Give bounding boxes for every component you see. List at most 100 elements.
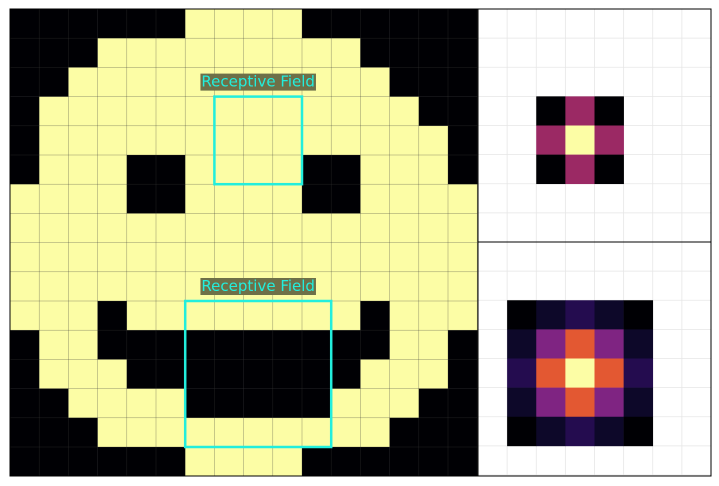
pixel-cell — [68, 417, 98, 448]
pixel-cell — [418, 67, 449, 97]
receptive-field-label: Receptive Field — [201, 73, 315, 91]
pixel-cell — [389, 213, 420, 243]
pixel-cell — [272, 359, 303, 389]
kernel-weight-cell — [594, 416, 624, 447]
pixel-cell — [68, 213, 98, 243]
pixel-cell — [185, 330, 215, 360]
pixel-cell — [214, 330, 244, 360]
pixel-cell — [10, 38, 40, 68]
kernel-weight-cell — [536, 96, 566, 126]
pixel-cell — [156, 125, 186, 156]
pixel-cell — [448, 388, 478, 419]
pixel-cell — [97, 96, 128, 127]
pixel-cell — [214, 301, 244, 331]
pixel-cell — [418, 213, 449, 243]
pixel-cell — [97, 242, 128, 273]
kernel-weight-cell — [565, 154, 595, 185]
kernel-weight-cell — [536, 358, 566, 388]
pixel-cell — [126, 359, 157, 389]
pixel-cell — [389, 67, 420, 97]
pixel-cell — [418, 38, 449, 68]
pixel-cell — [389, 271, 420, 302]
pixel-cell — [331, 184, 361, 214]
pixel-cell — [243, 38, 274, 68]
pixel-cell — [214, 96, 244, 127]
pixel-cell — [156, 213, 186, 243]
pixel-cell — [39, 330, 69, 360]
pixel-cell — [126, 242, 157, 273]
label-background — [200, 278, 316, 295]
kernel-weight-cell — [565, 358, 595, 388]
kernel-weight-cell — [565, 96, 595, 126]
pixel-cell — [39, 67, 69, 97]
pixel-cell — [68, 447, 98, 477]
pixel-cell — [389, 301, 420, 331]
kernel-weight-cell — [623, 329, 654, 359]
pixel-cell — [448, 417, 478, 448]
pixel-cell — [331, 330, 361, 360]
kernel-panel-bottom — [477, 241, 712, 476]
pixel-cell — [389, 359, 420, 389]
pixel-cell — [302, 388, 332, 419]
kernel-weight-cell — [623, 387, 654, 418]
pixel-cell — [39, 447, 69, 477]
receptive-field-box — [213, 95, 304, 186]
pixel-cell — [68, 330, 98, 360]
pixel-cell — [97, 155, 128, 185]
pixel-cell — [10, 96, 40, 127]
pixel-cell — [272, 38, 303, 68]
pixel-cell — [302, 330, 332, 360]
pixel-cell — [214, 388, 244, 419]
pixel-cell — [214, 359, 244, 389]
pixel-cell — [68, 271, 98, 302]
pixel-cell — [126, 155, 157, 185]
pixel-cell — [97, 417, 128, 448]
pixel-cell — [418, 242, 449, 273]
kernel-weight-cell — [565, 416, 595, 447]
pixel-cell — [185, 96, 215, 127]
pixel-cell — [331, 213, 361, 243]
pixel-cell — [39, 9, 69, 39]
pixel-cell — [389, 38, 420, 68]
kernel-weight-cell — [536, 154, 566, 185]
pixel-cell — [68, 125, 98, 156]
pixel-cell — [331, 359, 361, 389]
pixel-cell — [448, 242, 478, 273]
pixel-cell — [126, 417, 157, 448]
pixel-cell — [156, 9, 186, 39]
pixel-cell — [126, 447, 157, 477]
pixel-cell — [68, 184, 98, 214]
pixel-cell — [126, 125, 157, 156]
pixel-cell — [272, 330, 303, 360]
pixel-cell — [360, 330, 390, 360]
pixel-cell — [272, 301, 303, 331]
pixel-cell — [39, 184, 69, 214]
pixel-cell — [360, 184, 390, 214]
pixel-cell — [156, 271, 186, 302]
pixel-cell — [360, 301, 390, 331]
pixel-cell — [360, 125, 390, 156]
kernel-weight-cell — [623, 416, 654, 447]
pixel-cell — [418, 125, 449, 156]
pixel-cell — [418, 184, 449, 214]
pixel-cell — [126, 67, 157, 97]
pixel-cell — [97, 213, 128, 243]
pixel-cell — [389, 330, 420, 360]
pixel-cell — [302, 447, 332, 477]
pixel-cell — [243, 96, 274, 127]
pixel-cell — [302, 155, 332, 185]
pixel-cell — [389, 417, 420, 448]
pixel-cell — [126, 38, 157, 68]
pixel-cell — [214, 38, 244, 68]
pixel-cell — [243, 184, 274, 214]
pixel-cell — [302, 96, 332, 127]
pixel-cell — [39, 359, 69, 389]
pixel-cell — [39, 125, 69, 156]
pixel-cell — [214, 184, 244, 214]
pixel-cell — [10, 184, 40, 214]
panel-frames — [9, 8, 712, 477]
pixel-cell — [126, 213, 157, 243]
pixel-cell — [272, 9, 303, 39]
